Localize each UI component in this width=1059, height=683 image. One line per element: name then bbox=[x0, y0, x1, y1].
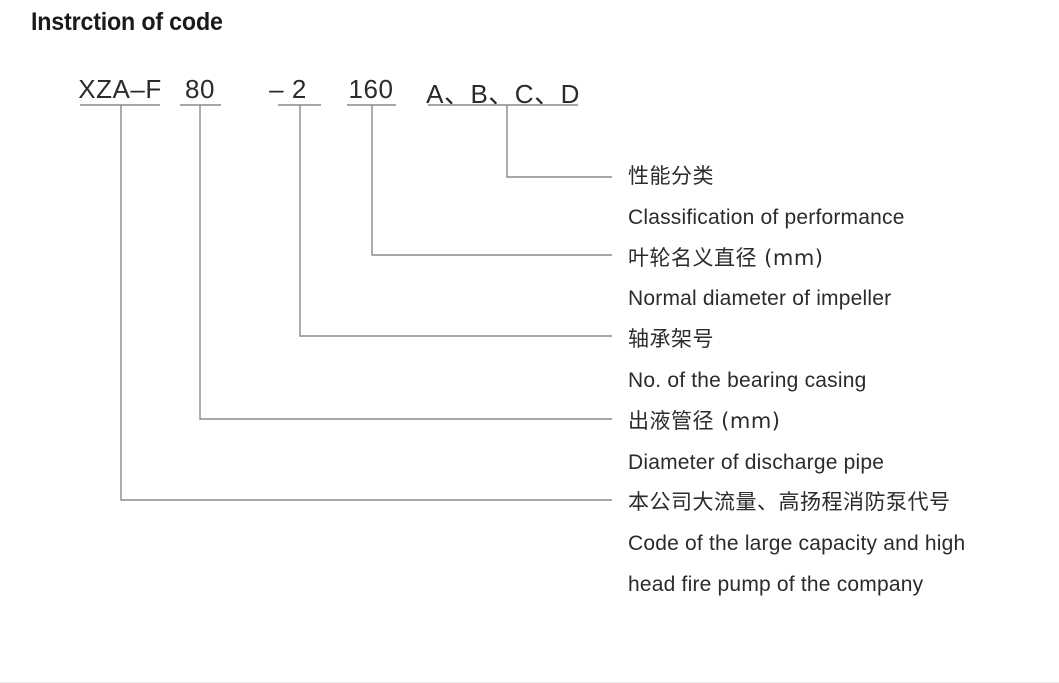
description-en-1: Normal diameter of impeller bbox=[628, 287, 892, 311]
code-segment-2: – 2 bbox=[269, 74, 307, 104]
leader-performance-class bbox=[506, 105, 612, 178]
description-cn-4: 本公司大流量、高扬程消防泵代号 bbox=[628, 490, 951, 515]
leader-bearing-casing bbox=[299, 105, 612, 337]
description-cn-3: 出液管径 (mm) bbox=[628, 408, 781, 433]
leader-company-code bbox=[120, 105, 612, 501]
code-segment-3: 160 bbox=[348, 74, 394, 104]
description-en-4: Code of the large capacity and high bbox=[628, 532, 966, 556]
description-en-4-cont: head fire pump of the company bbox=[628, 573, 924, 596]
code-segment-4: A、B、C、D bbox=[426, 79, 580, 109]
description-cn-1: 叶轮名义直径 (mm) bbox=[628, 245, 824, 270]
description-en-2: No. of the bearing casing bbox=[628, 369, 867, 392]
description-cn-2: 轴承架号 bbox=[628, 327, 714, 352]
description-en-3: Diameter of discharge pipe bbox=[628, 450, 885, 474]
leader-discharge-pipe bbox=[199, 105, 612, 420]
code-segment-0: XZA–F bbox=[78, 74, 162, 104]
page-title: Instrction of code bbox=[31, 8, 223, 36]
description-en-0: Classification of performance bbox=[628, 205, 905, 229]
leader-paths bbox=[120, 105, 612, 501]
code-segment-1: 80 bbox=[185, 74, 215, 104]
description-cn-0: 性能分类 bbox=[628, 164, 714, 188]
leader-impeller-diameter bbox=[371, 105, 612, 256]
